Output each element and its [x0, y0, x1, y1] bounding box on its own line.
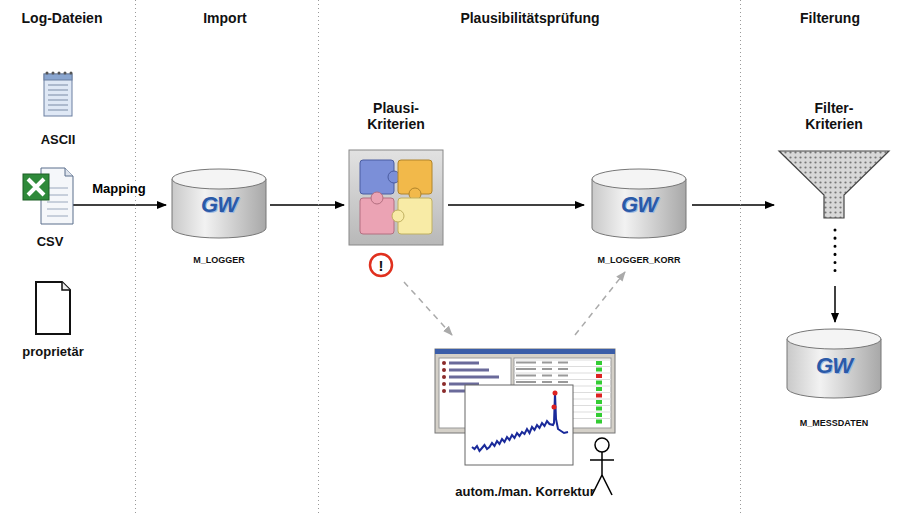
- correction-screen: autom./man. Korrektur: [430, 345, 620, 500]
- file-icon-art: [15, 162, 85, 228]
- flow-arrow: [835, 230, 836, 322]
- warning-mark: !: [379, 257, 384, 274]
- file-icon-art: [8, 278, 98, 338]
- node-label: proprietär: [22, 345, 83, 360]
- connector-line: [692, 204, 774, 206]
- edge-label: Mapping: [90, 181, 147, 196]
- node-label: autom./man. Korrektur: [455, 485, 594, 500]
- separator-line: [740, 0, 741, 514]
- file-icon: proprietär: [8, 278, 98, 360]
- logo-text: GW: [816, 353, 852, 379]
- column-header: Log-Dateien: [22, 10, 103, 26]
- connector-line: [834, 230, 837, 278]
- dashed-arrow: [404, 282, 452, 335]
- column-header: Import: [203, 10, 247, 26]
- connector-line: [72, 204, 166, 206]
- node-label: Plausi- Kriterien: [356, 100, 436, 132]
- node-label: CSV: [37, 235, 64, 250]
- flow-arrow: [692, 205, 774, 206]
- connector-line: [270, 204, 344, 206]
- node-label: M_MESSDATEN: [800, 418, 868, 428]
- dashed-arrow: [575, 272, 625, 335]
- node-label: ASCII: [41, 133, 76, 148]
- flow-arrow: [448, 205, 584, 206]
- connector-line: [834, 286, 836, 322]
- node-label: Filter- Kriterien: [794, 100, 874, 132]
- connector-line: [404, 282, 452, 335]
- separator-line: [135, 0, 136, 514]
- node-label: M_LOGGER_KORR: [597, 255, 680, 265]
- connector-line: [575, 272, 625, 335]
- column-header: Plausibilitätsprüfung: [460, 10, 599, 26]
- column-header: Filterung: [800, 10, 860, 26]
- connector-line: [448, 204, 584, 206]
- criteria-box: Plausi- Kriterien: [348, 100, 444, 280]
- filter-funnel: Filter- Kriterien: [778, 100, 890, 222]
- flow-arrow: [72, 205, 166, 206]
- logo-text: GW: [621, 192, 657, 218]
- correction-screen-art: [430, 345, 620, 500]
- logo-text: GW: [201, 192, 237, 218]
- file-icon: ASCII: [28, 70, 88, 148]
- node-label: M_LOGGER: [193, 255, 245, 265]
- file-icon: CSV: [15, 162, 85, 250]
- flow-arrow: [270, 205, 344, 206]
- separator-line: [318, 0, 319, 514]
- file-icon-art: [28, 70, 88, 120]
